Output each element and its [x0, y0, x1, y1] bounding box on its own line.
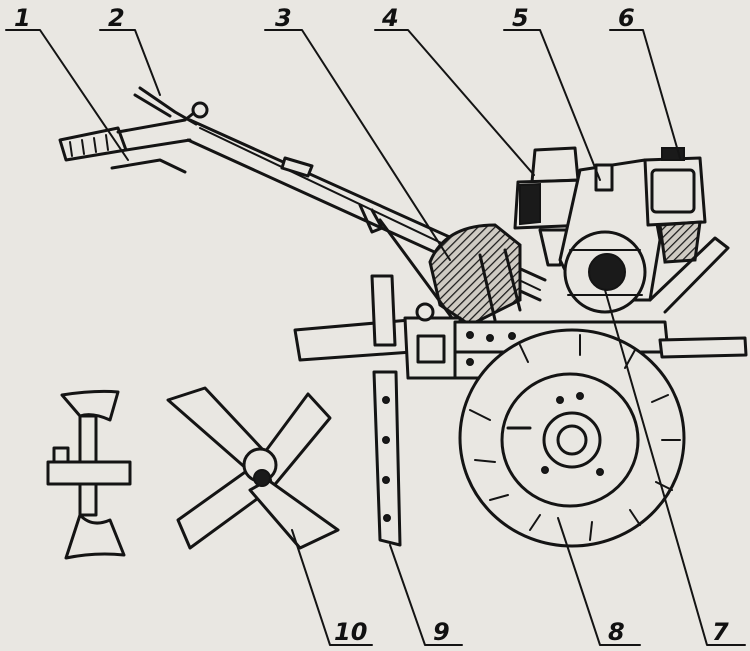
- callout-3: 3: [275, 4, 292, 32]
- lower-lever: [110, 158, 187, 174]
- tiller-blade-side-view: [46, 389, 132, 560]
- leader-2: [99, 29, 161, 96]
- callout-10: 10: [334, 618, 367, 646]
- leader-3: [264, 29, 451, 261]
- front-guard-bar: [648, 236, 730, 314]
- depth-stand: [370, 274, 402, 547]
- callout-2: 2: [108, 4, 125, 32]
- transmission-housing: [378, 218, 522, 327]
- leader-6: [609, 29, 681, 159]
- leader-9: [389, 544, 463, 646]
- callout-4: 4: [381, 4, 399, 32]
- callout-labels: 1 2 3 4 5 6 7 8 9 10: [14, 4, 729, 646]
- front-tool-bar: [658, 336, 748, 359]
- callout-1: 1: [14, 4, 31, 32]
- leader-5: [503, 29, 601, 181]
- leader-lines: [5, 29, 746, 646]
- callout-6: 6: [618, 4, 635, 32]
- clutch-lever: [138, 86, 198, 126]
- leader-4: [374, 29, 535, 176]
- tiller-blade-cross: [166, 386, 340, 550]
- exhaust: [594, 163, 614, 192]
- leader-10: [291, 529, 373, 646]
- air-filter-top: [530, 146, 580, 184]
- engine: [513, 146, 730, 314]
- drive-wheel: [458, 328, 686, 548]
- leader-8: [557, 517, 641, 646]
- callout-7: 7: [712, 618, 729, 646]
- leader-1: [5, 29, 129, 161]
- callout-9: 9: [433, 618, 450, 646]
- leader-7: [604, 289, 746, 646]
- callout-8: 8: [608, 618, 625, 646]
- callout-5: 5: [512, 4, 529, 32]
